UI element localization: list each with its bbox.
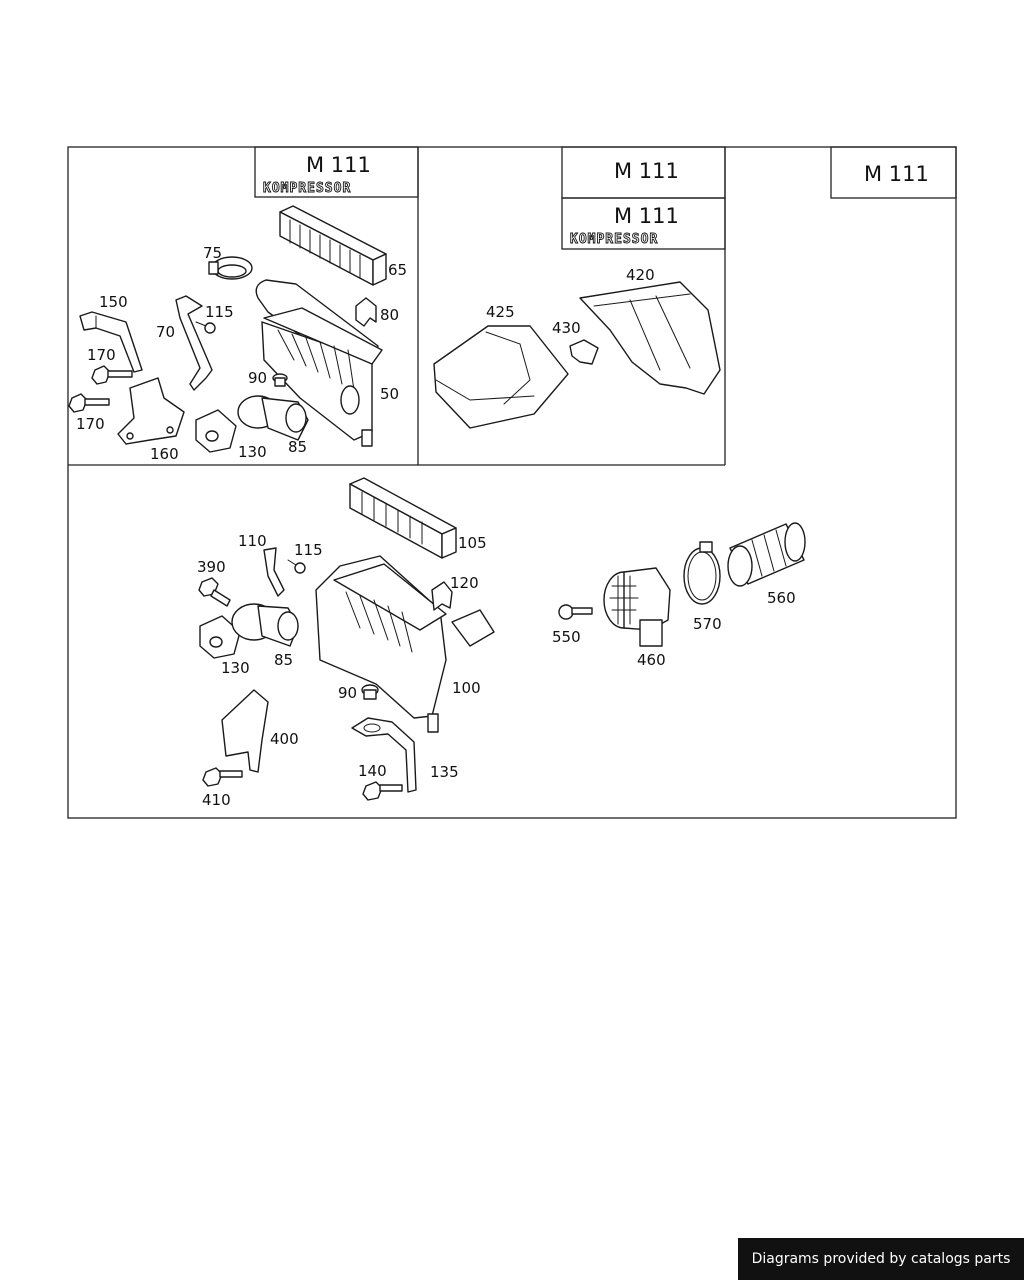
panel-model-top-left: M 111 bbox=[306, 153, 371, 177]
panel-model-top-right: M 111 bbox=[864, 162, 929, 186]
panel-model-top-mid-a: M 111 bbox=[614, 159, 679, 183]
label-90b: 90 bbox=[338, 684, 357, 702]
part-130-intake-a bbox=[195, 409, 237, 453]
part-115-screw-b bbox=[287, 559, 306, 574]
label-150: 150 bbox=[99, 293, 128, 311]
label-130a: 130 bbox=[238, 443, 267, 461]
credit-banner: Diagrams provided by catalogs parts bbox=[738, 1238, 1024, 1280]
part-110-bracket bbox=[263, 547, 285, 597]
part-420-cover bbox=[579, 281, 721, 395]
label-460: 460 bbox=[637, 651, 666, 669]
part-400-bracket bbox=[221, 689, 269, 773]
part-550-screw bbox=[558, 604, 593, 620]
panel-model-top-mid-b: M 111 bbox=[614, 204, 679, 228]
part-90-grommet-a bbox=[272, 373, 288, 387]
part-85-intake-duct-a bbox=[237, 395, 309, 441]
label-410: 410 bbox=[202, 791, 231, 809]
label-50: 50 bbox=[380, 385, 399, 403]
label-105: 105 bbox=[458, 534, 487, 552]
label-570: 570 bbox=[693, 615, 722, 633]
label-170a: 170 bbox=[87, 346, 116, 364]
label-430: 430 bbox=[552, 319, 581, 337]
label-140: 140 bbox=[358, 762, 387, 780]
part-65-filter-element bbox=[279, 205, 387, 286]
label-170b: 170 bbox=[76, 415, 105, 433]
part-570-hose-clamp bbox=[683, 541, 721, 605]
part-430-clip bbox=[569, 339, 599, 365]
label-70: 70 bbox=[156, 323, 175, 341]
label-115b: 115 bbox=[294, 541, 323, 559]
label-560: 560 bbox=[767, 589, 796, 607]
part-560-intake-hose bbox=[727, 522, 806, 587]
label-400: 400 bbox=[270, 730, 299, 748]
part-150-bracket bbox=[79, 311, 143, 373]
part-50-filter-housing bbox=[255, 279, 383, 447]
label-425: 425 bbox=[486, 303, 515, 321]
label-80: 80 bbox=[380, 306, 399, 324]
panel-variant-top-mid-b: KOMPRESSOR bbox=[570, 232, 658, 247]
part-85-intake-duct-b bbox=[231, 603, 299, 647]
part-80-clip bbox=[355, 297, 377, 327]
part-460-air-mass-sensor bbox=[603, 567, 671, 647]
diagram-frame bbox=[67, 146, 957, 819]
label-390: 390 bbox=[197, 558, 226, 576]
part-135-bracket bbox=[351, 717, 417, 793]
label-85b: 85 bbox=[274, 651, 293, 669]
part-75-hose-clamp bbox=[208, 256, 253, 280]
part-100-filter-housing bbox=[315, 555, 495, 733]
label-100: 100 bbox=[452, 679, 481, 697]
label-65: 65 bbox=[388, 261, 407, 279]
part-labels: 75 65 150 115 70 80 170 90 50 170 160 13… bbox=[76, 244, 796, 809]
label-110: 110 bbox=[238, 532, 267, 550]
label-420: 420 bbox=[626, 266, 655, 284]
label-160: 160 bbox=[150, 445, 179, 463]
part-130-intake-b bbox=[199, 615, 241, 659]
part-105-filter-element bbox=[349, 477, 457, 559]
part-120-clip bbox=[431, 581, 453, 611]
part-170-bolt-a bbox=[91, 365, 133, 385]
label-85a: 85 bbox=[288, 438, 307, 456]
part-410-bolt bbox=[202, 767, 243, 787]
part-70-bracket bbox=[175, 295, 213, 391]
part-140-bolt bbox=[362, 781, 403, 801]
label-135: 135 bbox=[430, 763, 459, 781]
part-170-bolt-b bbox=[68, 393, 110, 413]
label-115a: 115 bbox=[205, 303, 234, 321]
part-90-grommet-b bbox=[361, 684, 379, 700]
label-550: 550 bbox=[552, 628, 581, 646]
label-120: 120 bbox=[450, 574, 479, 592]
panel-variant-top-left: KOMPRESSOR bbox=[263, 181, 351, 196]
part-390-bolt bbox=[198, 577, 231, 607]
part-160-bracket bbox=[117, 377, 185, 445]
label-75: 75 bbox=[203, 244, 222, 262]
part-115-screw-a bbox=[195, 321, 216, 334]
label-130b: 130 bbox=[221, 659, 250, 677]
label-90a: 90 bbox=[248, 369, 267, 387]
part-425-cover bbox=[433, 325, 569, 429]
